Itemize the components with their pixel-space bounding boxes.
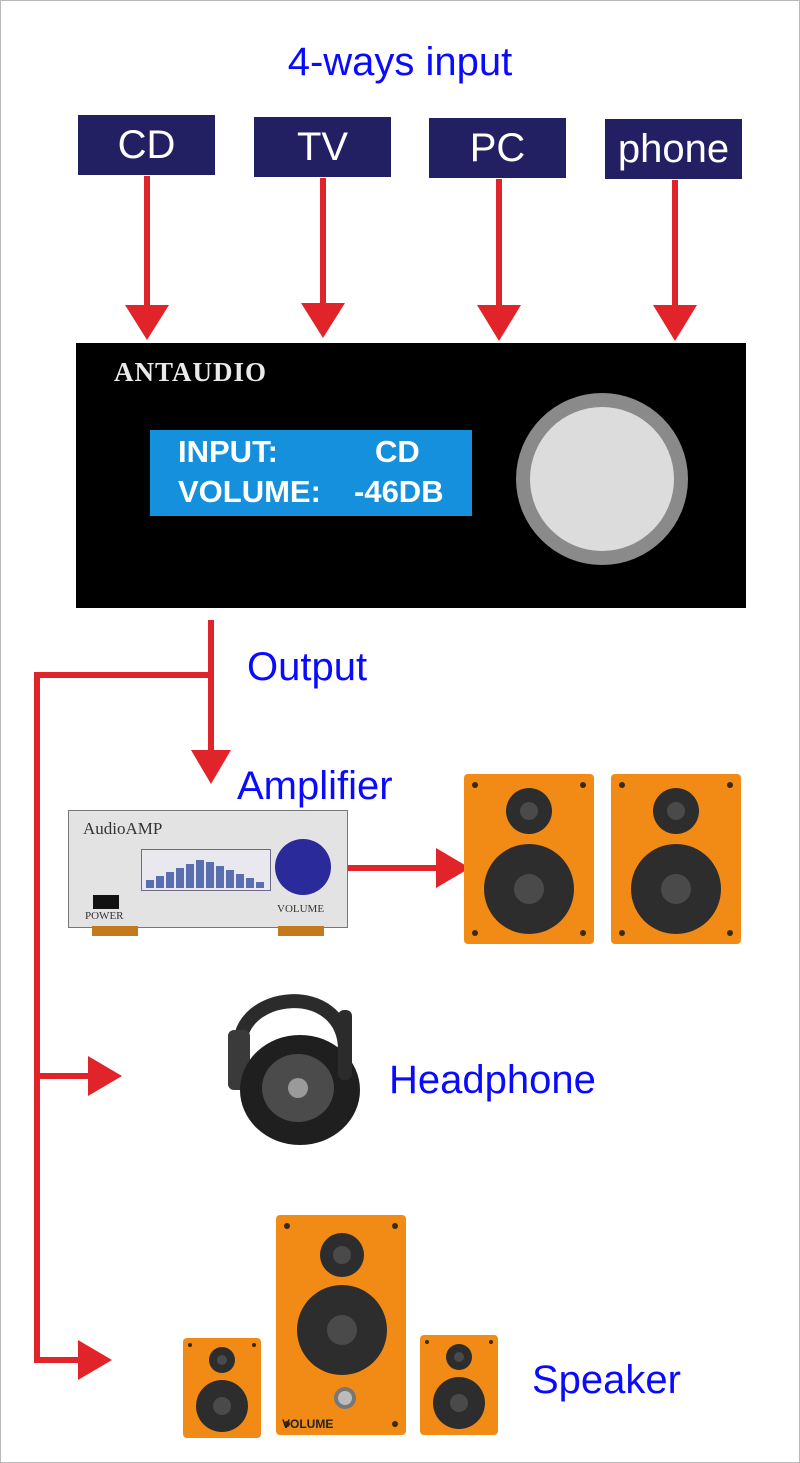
bookshelf-speaker-right <box>611 774 741 944</box>
speaker-label: Speaker <box>532 1358 681 1402</box>
input-pc: PC <box>429 118 566 178</box>
amp-volume-knob <box>275 839 331 895</box>
amplifier-image: AudioAMP POWER VOLUME <box>68 810 348 928</box>
device-brand: ANTAUDIO <box>114 357 268 387</box>
lcd-input-value: CD <box>375 434 420 469</box>
lcd-volume-value: -46DB <box>354 474 444 509</box>
center-speaker: VOLUME <box>276 1215 406 1435</box>
lcd-display: INPUT: CD VOLUME: -46DB <box>150 430 472 516</box>
amplifier-label: Amplifier <box>237 764 393 808</box>
amp-foot-right <box>278 926 324 936</box>
diagram-title: 4-ways input <box>287 40 513 84</box>
input-cd: CD <box>78 115 215 175</box>
headphone-icon <box>228 994 360 1145</box>
amp-volume-label: VOLUME <box>277 903 325 915</box>
lcd-volume-label: VOLUME: <box>178 474 321 509</box>
bookshelf-speaker-left <box>464 774 594 944</box>
satellite-speaker-right <box>420 1335 498 1435</box>
amp-foot-left <box>92 926 138 936</box>
input-phone: phone <box>605 119 742 179</box>
amp-power-button <box>93 895 119 909</box>
volume-knob <box>516 393 688 565</box>
antaudio-device: ANTAUDIO INPUT: CD VOLUME: -46DB <box>76 343 746 608</box>
lcd-input-label: INPUT: <box>178 434 278 469</box>
headphone-label: Headphone <box>389 1058 596 1102</box>
amp-title: AudioAMP <box>83 819 163 838</box>
output-label: Output <box>247 645 368 689</box>
amp-power-label: POWER <box>85 910 124 922</box>
input-tv: TV <box>254 117 391 177</box>
satellite-speaker-left <box>183 1338 261 1438</box>
equalizer-display <box>141 849 271 891</box>
center-speaker-volume-label: VOLUME <box>282 1417 334 1431</box>
